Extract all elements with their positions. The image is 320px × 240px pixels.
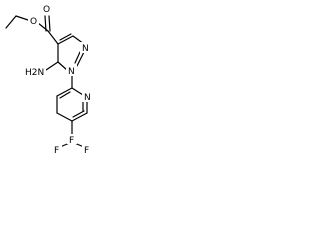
bond-n1-c5 — [57, 61, 68, 71]
atom-n-pyrazole-1: N — [68, 67, 75, 77]
atom-o-carbonyl: O — [43, 5, 50, 15]
bond-ethyl-ch2-o — [15, 15, 29, 21]
bond-c5-nh2 — [45, 61, 59, 71]
bond-pyr-c2-n — [71, 87, 84, 96]
bond-c4-c3-inner — [59, 33, 72, 41]
atom-labels: O O N N H2N N F F F — [24, 3, 93, 156]
atom-f-left: F — [54, 146, 59, 156]
bond-pyr-c5-c6-inner — [72, 110, 85, 118]
bond-pyr-c2-c3 — [56, 87, 73, 97]
bond-c-to-c4 — [47, 30, 59, 45]
bonds — [5, 15, 88, 148]
bond-carbonyl-2 — [48, 15, 51, 32]
bond-ethyl — [5, 15, 17, 29]
bond-c4-c3 — [57, 35, 74, 45]
bond-pyr-c2-c3-inner — [59, 91, 71, 99]
molecule-structure: O O N N H2N N F F F — [5, 3, 93, 156]
atom-nh2-group: H2N — [25, 68, 44, 78]
bond-n2-n1 — [76, 51, 85, 67]
atom-f-top: F — [69, 136, 74, 146]
bond-pyr-c5-c6 — [71, 112, 88, 122]
atom-n-pyrazole-2: N — [82, 44, 89, 54]
bond-carbonyl-1 — [44, 15, 47, 32]
bond-n2-n1-inner — [74, 51, 81, 64]
bond-pyr-c4-c5 — [56, 112, 73, 122]
atom-n-pyridine: N — [84, 93, 91, 103]
atom-f-right: F — [84, 146, 89, 156]
atom-o-ester: O — [30, 17, 37, 27]
